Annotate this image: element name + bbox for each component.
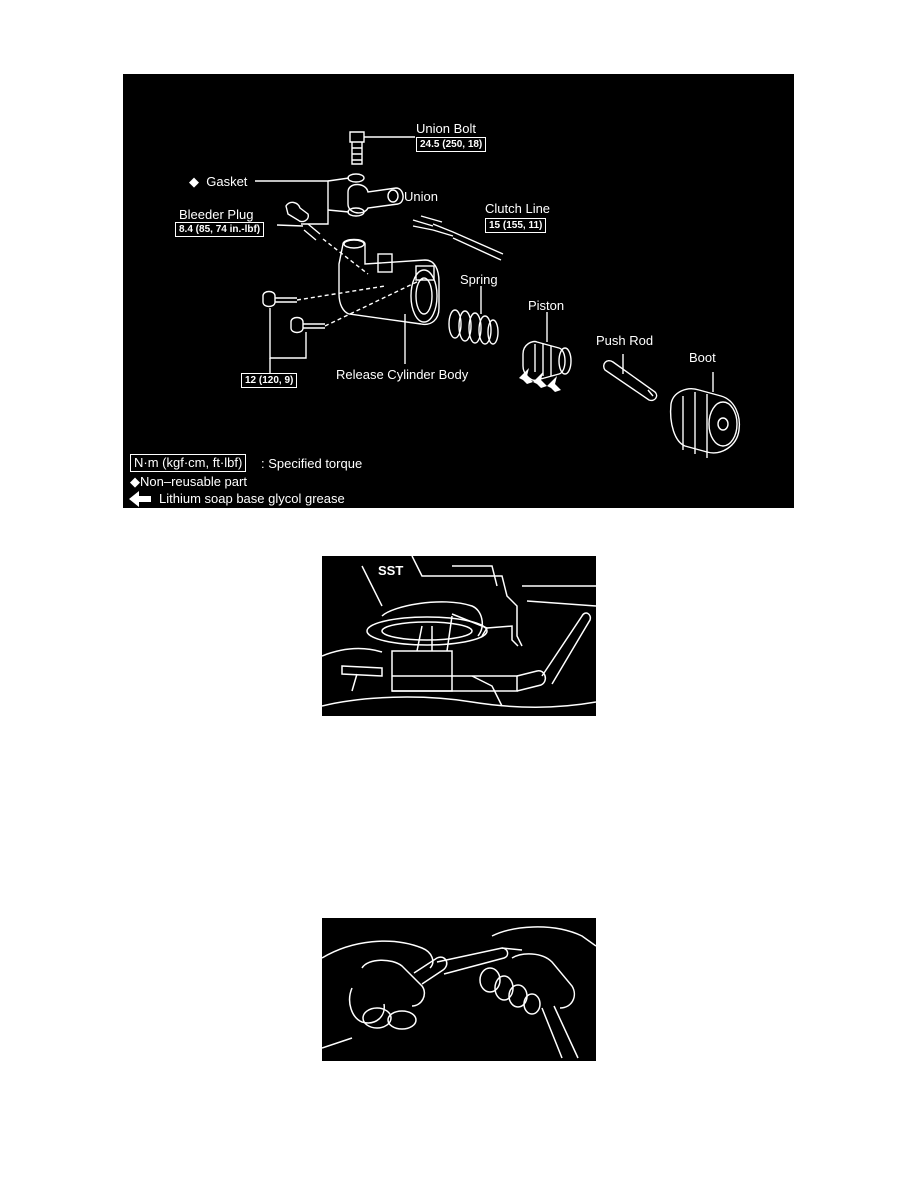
label-push-rod: Push Rod — [596, 333, 654, 348]
label-gasket-text: Gasket — [206, 174, 248, 189]
label-sst: SST — [378, 563, 404, 578]
legend-non-reusable: ◆Non–reusable part — [130, 474, 247, 489]
legend-non-reusable-text: Non–reusable part — [140, 474, 247, 489]
label-bleeder-plug: Bleeder Plug — [179, 207, 254, 222]
label-clutch-line: Clutch Line — [485, 201, 551, 216]
exploded-diagram-drawing — [129, 131, 741, 507]
label-piston: Piston — [528, 298, 565, 313]
sst-installation-drawing — [322, 556, 596, 708]
exploded-diagram-release-cylinder: Union Bolt 24.5 (250, 18) ◆ Gasket Union… — [123, 74, 794, 508]
label-gasket: ◆ Gasket — [189, 174, 247, 189]
non-reusable-diamond-icon: ◆ — [189, 174, 199, 189]
torque-union-bolt: 24.5 (250, 18) — [416, 137, 487, 152]
label-spring: Spring — [460, 272, 498, 287]
label-release-cylinder-body: Release Cylinder Body — [336, 367, 469, 382]
legend-grease: Lithium soap base glycol grease — [159, 491, 345, 506]
hands-bleeding-drawing — [322, 926, 596, 1059]
torque-body-bolts: 12 (120, 9) — [241, 373, 298, 388]
torque-clutch-line: 15 (155, 11) — [485, 218, 547, 233]
label-boot: Boot — [689, 350, 716, 365]
figure-hands-bleeding — [322, 918, 596, 1061]
legend-torque-text: : Specified torque — [261, 456, 363, 471]
legend-torque-units: N·m (kgf·cm, ft·lbf) — [130, 454, 247, 472]
non-reusable-diamond-icon: ◆ — [130, 474, 140, 489]
label-union-bolt: Union Bolt — [416, 121, 476, 136]
label-union: Union — [404, 189, 438, 204]
torque-bleeder-plug: 8.4 (85, 74 in.-lbf) — [175, 222, 265, 237]
figure-sst-installation: SST — [322, 556, 596, 716]
